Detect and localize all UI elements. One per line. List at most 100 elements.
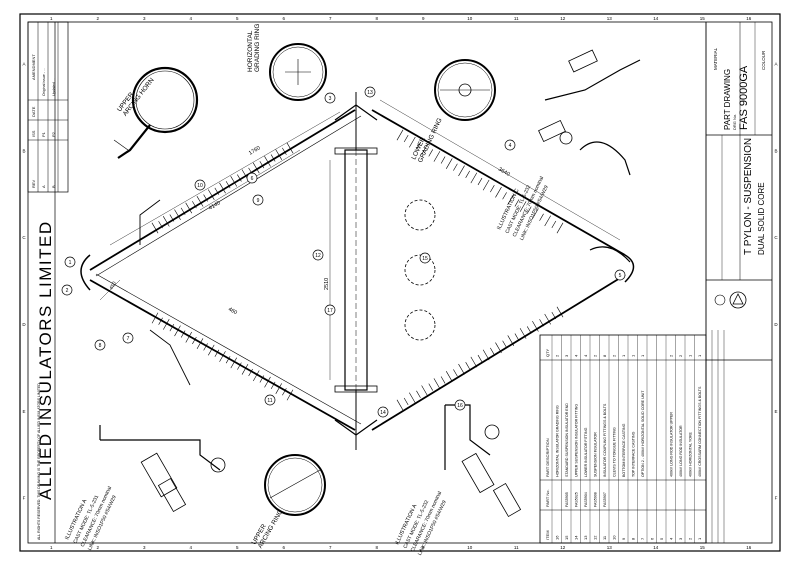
drawing-number: FAS 9000GA: [738, 65, 750, 130]
sheet-outer-border: [19, 13, 781, 552]
sheet-inner-border: [27, 21, 773, 544]
item-balloon: [324, 304, 336, 316]
insulator-shed: [196, 196, 204, 207]
dimension-1760: 1760: [248, 145, 262, 156]
insulator-shed: [163, 319, 170, 330]
insulator-shed: [237, 174, 242, 182]
insulator-shed: [248, 368, 253, 377]
insulator-shed: [219, 182, 226, 194]
insulator-shed: [490, 185, 495, 193]
zone-number-top: 10: [467, 16, 473, 21]
zone-number-bottom: 7: [329, 545, 332, 550]
insulator-shed: [253, 370, 260, 382]
insulator-shed: [551, 220, 557, 229]
zone-letter-left: D: [22, 322, 26, 327]
zone-number-bottom: 10: [467, 545, 473, 550]
insulator-shed: [458, 165, 465, 177]
dimension-lines: [99, 99, 621, 380]
parts-row-item: 14: [574, 535, 579, 540]
insulator-shed: [403, 397, 409, 406]
insulator-shed: [185, 202, 193, 214]
upper-arcing-ring-detail: [264, 454, 326, 516]
parts-row-description: 400kV HORIZONTAL YOKE: [689, 432, 693, 477]
item-balloon: [504, 139, 516, 151]
company-logo-icon: [729, 291, 747, 309]
insulator-shed: [539, 213, 544, 221]
insulator-shed: [214, 349, 220, 357]
parts-header-part-no: PART No.: [545, 489, 550, 507]
zone-number-top: 3: [143, 16, 146, 21]
insulator-shed: [421, 143, 428, 155]
parts-row-item: 8: [631, 537, 636, 540]
parts-row-item: 10: [612, 535, 617, 540]
zone-number-bottom: 13: [607, 545, 613, 550]
parts-row-item: 6: [650, 537, 655, 540]
label-lower-grading-ring: LOWERGRADING RING: [410, 114, 443, 164]
parts-row-description: UPPER SUSPENSION INSULATOR FITTING: [575, 404, 579, 477]
parts-row-qty: 2: [593, 354, 598, 357]
illustration-b-detail: [444, 404, 522, 518]
rev-header-rev: REV: [31, 179, 36, 188]
insulator-shed: [174, 209, 181, 220]
insulator-shed: [514, 333, 520, 341]
zone-number-top: 11: [514, 16, 519, 21]
zone-letter-right: A: [774, 61, 777, 66]
zone-number-top: 15: [700, 16, 706, 21]
item-balloon: [312, 249, 324, 261]
item-balloon: [324, 92, 336, 104]
rev-header-amendment: AMENDMENT: [31, 54, 36, 80]
parts-header-qty: QTY: [545, 348, 550, 357]
insulator-shed: [428, 383, 434, 391]
parts-row-qty: 1: [640, 354, 645, 357]
illustration-c-text: ILLUSTRATION C CAST MODE: TL-5-232 CLEAR…: [496, 176, 549, 242]
insulator-shed: [502, 192, 507, 200]
insulator-shed: [433, 378, 441, 389]
item-balloon-label: 5: [619, 273, 622, 279]
zone-letter-right: F: [775, 496, 778, 501]
label-horizontal-grading-ring: HORIZONTALGRADING RING: [247, 24, 261, 72]
zone-markers: 1122334455667788991010111112121313141415…: [22, 16, 778, 550]
insulator-shed: [428, 149, 434, 157]
parts-row-qty: 1: [697, 354, 702, 357]
parts-row-item: 15: [564, 535, 569, 540]
dimension-460: 460: [227, 307, 238, 317]
insulator-sheds: [151, 129, 564, 411]
insulator-shed: [275, 149, 283, 160]
rev-row-2-iss: P2: [51, 131, 56, 137]
insulator-shed: [445, 158, 453, 169]
insulator-shed: [556, 306, 564, 318]
item-balloon: [94, 339, 106, 351]
parts-row-part-no: FAS5904: [584, 492, 588, 507]
parts-row-part-no: FAS5907: [603, 492, 607, 507]
insulator-shed: [230, 176, 238, 187]
parts-row-description: INSULATOR COUPLING FITTINGS & BOLTS: [603, 403, 607, 477]
illustration-c-detail: [538, 49, 641, 176]
insulator-shed: [495, 342, 502, 354]
item-balloon-label: 4: [509, 143, 512, 149]
insulator-shed: [532, 320, 539, 332]
insulator-shed: [532, 208, 539, 220]
zone-number-bottom: 9: [422, 545, 425, 550]
zone-number-bottom: 1: [50, 545, 53, 550]
parts-row-qty: 4: [574, 354, 579, 357]
item-balloon-label: 9: [257, 198, 260, 204]
insulator-shed: [477, 354, 483, 363]
parts-row-description: CLEVIS TO TONGUE FITTING: [613, 427, 617, 477]
insulator-shed: [192, 336, 197, 345]
item-balloon-label: 6: [251, 176, 254, 182]
zone-number-top: 5: [236, 16, 239, 21]
rev-header-date: DATE: [31, 106, 36, 117]
rev-row-1-amendment: Original issue - ...: [42, 68, 46, 96]
insulator-shed: [180, 330, 186, 338]
center-grading-rings: [404, 199, 436, 341]
parts-row-part-no: FAS5025: [575, 492, 579, 507]
item-balloon: [64, 256, 76, 268]
parts-row-qty: 2: [555, 354, 560, 357]
insulator-shed: [185, 331, 192, 343]
insulator-shed: [207, 189, 215, 200]
item-balloon: [246, 172, 258, 184]
zone-number-top: 9: [422, 16, 425, 21]
insulator-shed: [482, 179, 490, 191]
lower-right-insulator-arm: [371, 274, 626, 431]
